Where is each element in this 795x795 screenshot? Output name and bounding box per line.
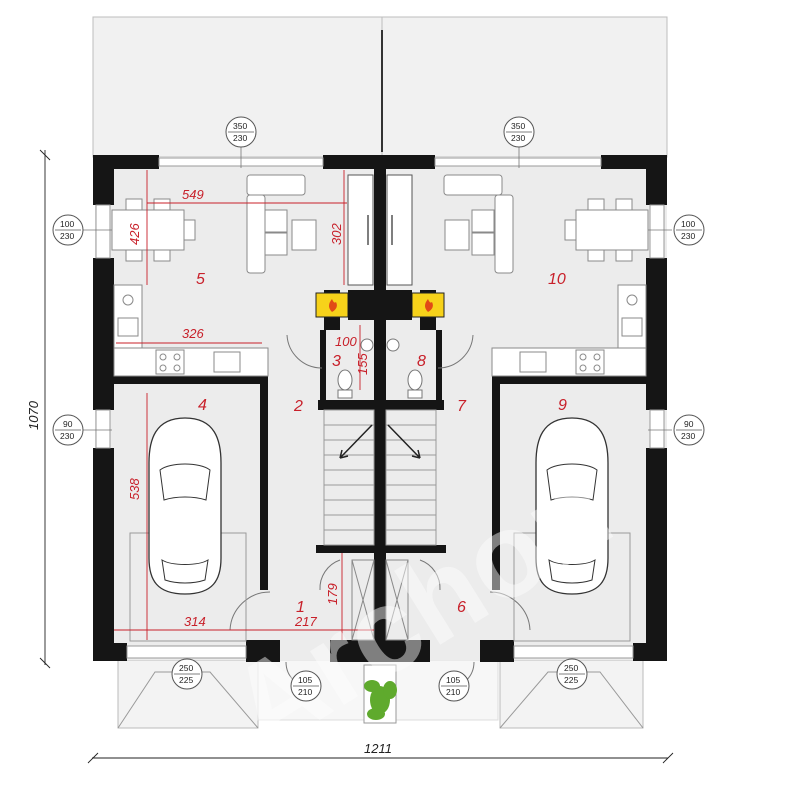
overall-width-label: 1211: [364, 741, 392, 756]
dimension-label: 217: [294, 614, 317, 629]
wc-fixtures: [337, 338, 423, 399]
room-label: 3: [332, 353, 341, 370]
dimension-label: 538: [127, 478, 142, 500]
fireplace-right: [411, 292, 445, 318]
window-tag: 250 225: [171, 658, 203, 690]
window-tag-height: 225: [179, 675, 193, 685]
window-tag: 350 230: [225, 116, 257, 148]
sofa-right: [443, 174, 514, 274]
window-tag-height: 230: [60, 431, 74, 441]
overall-height-label: 1070: [26, 400, 41, 430]
window-tag-width: 250: [564, 663, 578, 673]
door-tag-height: 210: [298, 687, 312, 697]
room-label: 7: [457, 398, 467, 415]
room-label: 10: [548, 271, 566, 288]
dining-table-left: [111, 198, 196, 262]
dimension-label: 179: [325, 583, 340, 605]
window-tag-width: 90: [63, 419, 73, 429]
room-label: 1: [296, 599, 305, 616]
flame-icon: [425, 299, 433, 312]
window-tag-width: 350: [233, 121, 247, 131]
stairs-left: [323, 409, 375, 546]
dimension-label: 302: [329, 223, 344, 245]
window-tag-height: 230: [60, 231, 74, 241]
room-label: 5: [196, 271, 205, 288]
room-label: 4: [198, 397, 207, 414]
chimney-core: [348, 290, 412, 320]
dimension-label: 549: [182, 187, 204, 202]
door-tag-width: 105: [446, 675, 460, 685]
window-tag: 100 230: [673, 214, 705, 246]
door-tag: 105 210: [438, 670, 470, 702]
window-tags: 350 230 350 230 100 230 100 230 90 230: [52, 116, 705, 702]
dimension-lines: [114, 170, 374, 640]
window-tag-width: 250: [179, 663, 193, 673]
door-tag-width: 105: [298, 675, 312, 685]
window-tag-width: 100: [60, 219, 74, 229]
door-handle: [367, 215, 393, 245]
overall-dimension-lines: [39, 149, 674, 764]
car-icon: [535, 417, 609, 595]
room-label: 2: [293, 398, 303, 415]
room-label: 9: [558, 397, 567, 414]
window-tag: 100 230: [52, 214, 84, 246]
dimension-label: 326: [182, 326, 204, 341]
window-tag: 90 230: [52, 414, 84, 446]
flame-icon: [329, 299, 337, 312]
kitchen-left: [113, 284, 269, 377]
window-tag-width: 90: [684, 419, 694, 429]
window-tag-height: 230: [681, 231, 695, 241]
window-tag: 250 225: [556, 658, 588, 690]
wardrobe-doors: [347, 174, 413, 286]
room-label: 6: [457, 599, 466, 616]
entry-closets: [351, 559, 409, 641]
window-tag-width: 350: [511, 121, 525, 131]
kitchen-right: [491, 284, 647, 377]
exterior-walls: [93, 155, 667, 662]
window-tag-height: 225: [564, 675, 578, 685]
dimension-label: 155: [355, 353, 370, 375]
room-labels: 1 2 3 4 5 6 7 8 9 10: [196, 271, 567, 616]
door-tag: 105 210: [290, 670, 322, 702]
room-label: 8: [417, 353, 426, 370]
dimension-label: 314: [184, 614, 206, 629]
plant-icon: [364, 680, 397, 720]
sofa-left: [246, 174, 317, 274]
window-tag-height: 230: [511, 133, 525, 143]
tag-leaders: [82, 147, 672, 431]
window-tag: 350 230: [503, 116, 535, 148]
car-icon: [148, 417, 222, 595]
dining-table-right: [564, 198, 649, 262]
window-tag-height: 230: [681, 431, 695, 441]
stair-arrow-left: [339, 424, 373, 459]
stair-arrow-right: [387, 424, 421, 459]
interior-walls: [114, 169, 646, 644]
stairs-right: [385, 409, 437, 546]
door-tag-height: 210: [446, 687, 460, 697]
window-tag-height: 230: [233, 133, 247, 143]
window-tag-width: 100: [681, 219, 695, 229]
dimension-labels: 549 426 302 326 100 155 538 179 314 217: [127, 187, 370, 629]
dimension-label: 426: [127, 223, 142, 245]
dimension-label: 100: [335, 334, 357, 349]
window-tag: 90 230: [673, 414, 705, 446]
